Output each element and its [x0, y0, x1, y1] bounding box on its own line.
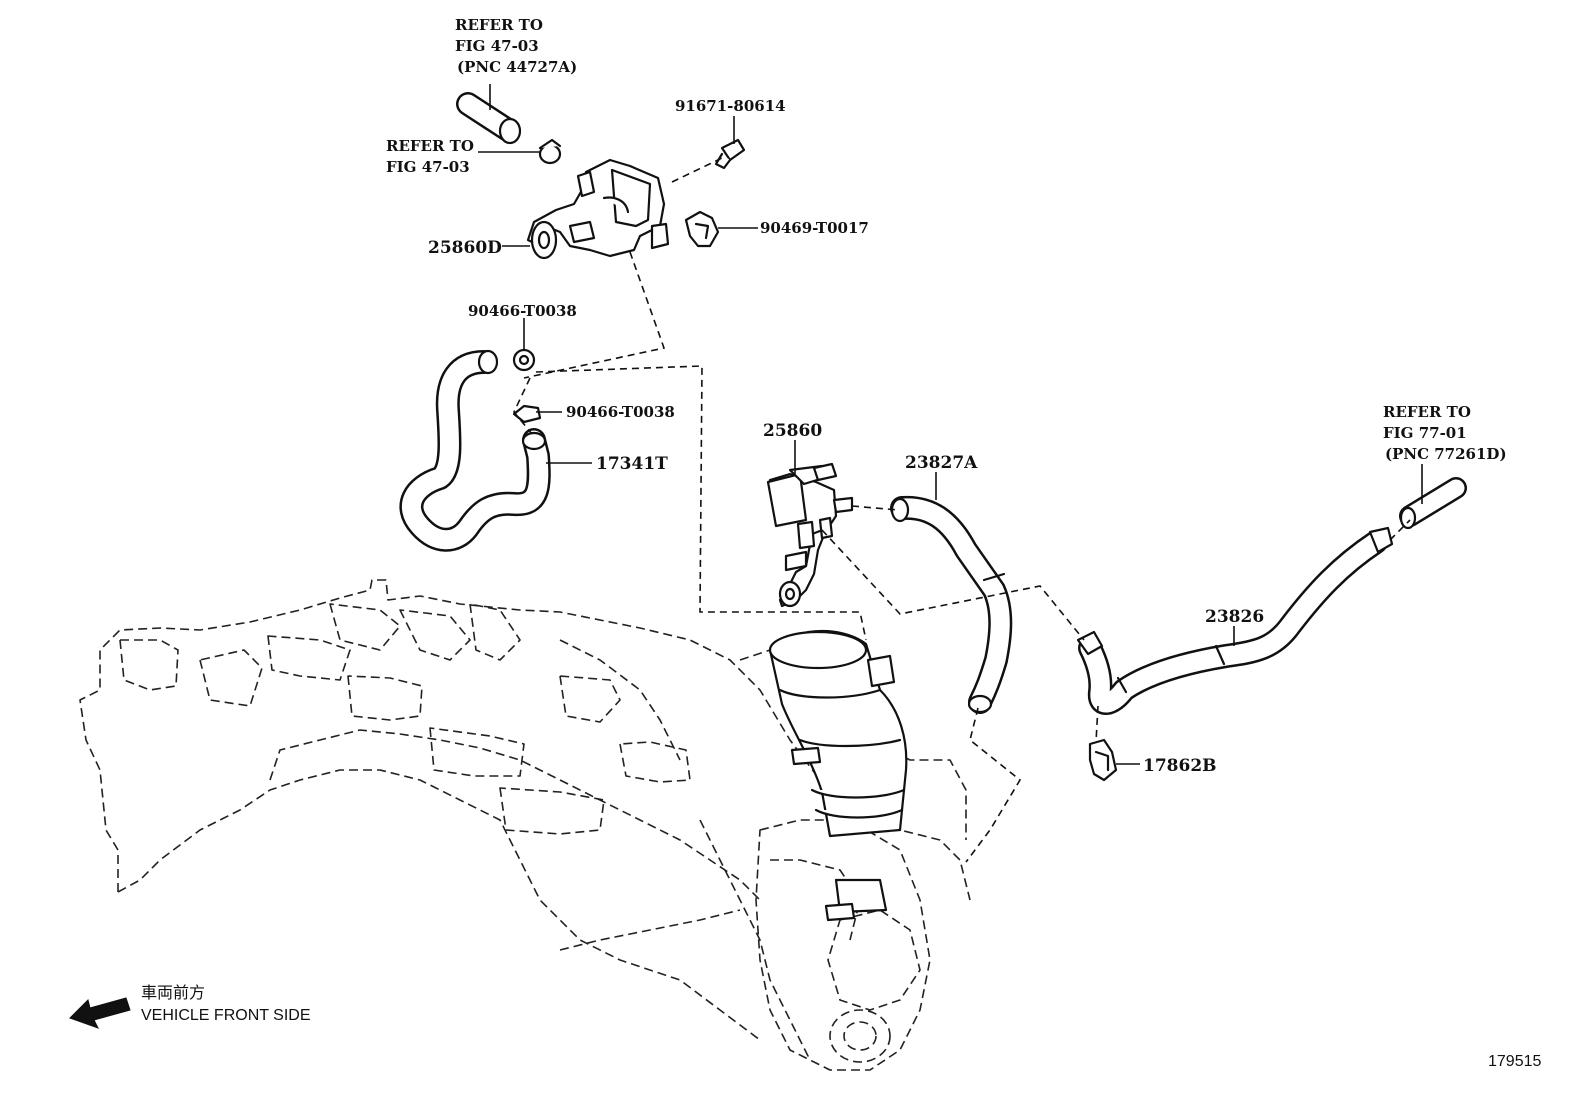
label-25860: 25860	[763, 421, 822, 441]
label-17341t: 17341T	[596, 454, 668, 474]
left-down-arrow-icon	[69, 997, 131, 1029]
vsv-25860d	[526, 158, 670, 260]
assembly-lines	[513, 157, 1411, 863]
label-23827a: 23827A	[905, 453, 978, 473]
label-23826: 23826	[1205, 607, 1264, 627]
label-90466-t0038-b: 90466-T0038	[566, 403, 675, 421]
intake-elbow	[768, 629, 908, 922]
vsv-25860	[766, 462, 854, 608]
label-91671-80614: 91671-80614	[675, 97, 786, 115]
ref-right-line1: REFER TO	[1383, 403, 1471, 421]
clamp-90466-b	[512, 404, 542, 424]
vehicle-front-en: VEHICLE FRONT SIDE	[141, 1007, 311, 1024]
bolt-91671	[714, 138, 746, 170]
label-90469-t0017: 90469-T0017	[760, 219, 869, 237]
hose-right-ref	[1399, 477, 1467, 530]
vehicle-front-jp: 車両前方	[141, 983, 205, 1002]
ref-top-line2: FIG 47-03	[455, 37, 539, 55]
clip-17862b	[1088, 738, 1118, 782]
hose-23827a	[890, 495, 1013, 714]
ref-top-line1: REFER TO	[455, 16, 543, 34]
ref-right-line2: FIG 77-01	[1383, 424, 1467, 442]
clip-90469	[684, 210, 720, 248]
ref-right-line3: (PNC 77261D)	[1385, 445, 1507, 463]
label-90466-t0038-a: 90466-T0038	[468, 302, 577, 320]
clamp-90466-a	[512, 348, 536, 372]
label-17862b: 17862B	[1143, 756, 1217, 776]
hose-23826	[1076, 526, 1394, 715]
clamp-top	[538, 138, 562, 165]
hose-top-ref	[456, 92, 522, 145]
leader-lines	[478, 84, 1423, 765]
ref-mid-line2: FIG 47-03	[386, 158, 470, 176]
hose-17341t	[399, 349, 551, 552]
ref-top-line3: (PNC 44727A)	[457, 58, 577, 76]
labels: REFER TO FIG 47-03 (PNC 44727A) REFER TO…	[386, 16, 1507, 776]
orientation-indicator: 車両前方 VEHICLE FRONT SIDE	[69, 983, 311, 1029]
figure-id: 179515	[1488, 1053, 1541, 1070]
ref-mid-line1: REFER TO	[386, 137, 474, 155]
label-25860d: 25860D	[428, 238, 502, 258]
